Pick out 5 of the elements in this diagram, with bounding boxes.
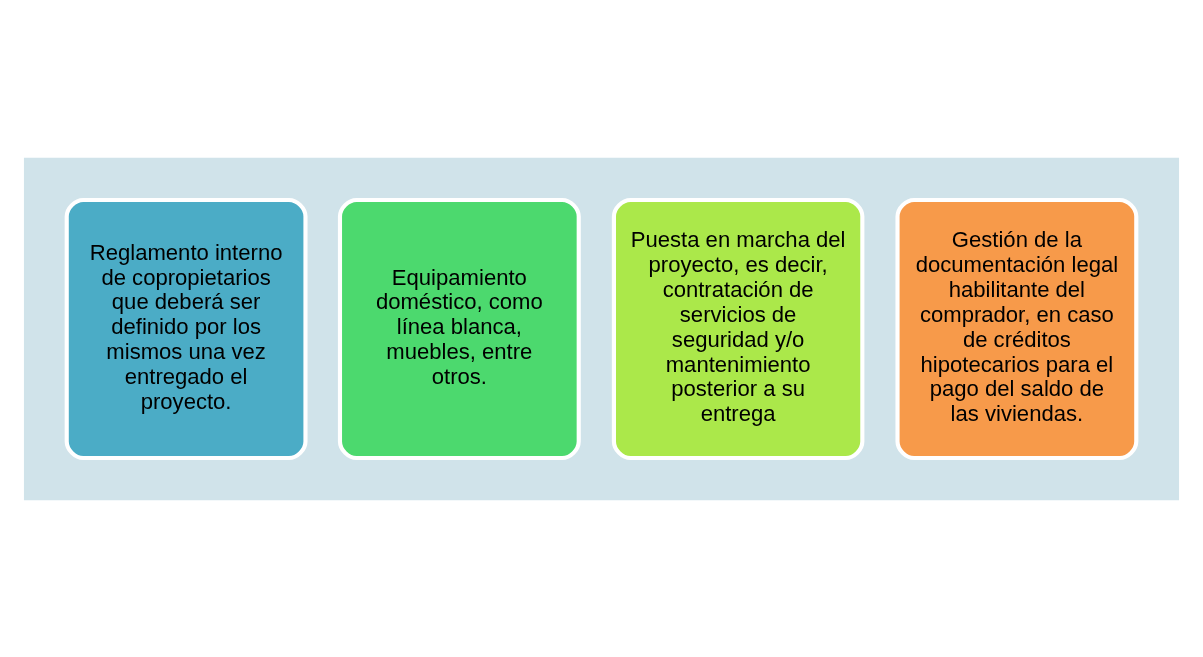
node-box: Equipamiento doméstico, como línea blanca, muebles, entre otros. <box>337 197 581 460</box>
node-box: Gestión de la documentación legal habilitante del comprador, en caso de créditos hipotecarios para el pago del saldo de las viviendas. <box>895 197 1139 460</box>
node-box: Reglamento interno de copropietarios que deberá ser definido por los mismos una vez entregado el proyecto. <box>64 197 308 460</box>
cluster <box>23 157 1180 500</box>
node-box: Puesta en marcha del proyecto, es decir, contratación de servicios de seguridad y/o mantenimiento posterior a su entrega <box>611 197 865 460</box>
